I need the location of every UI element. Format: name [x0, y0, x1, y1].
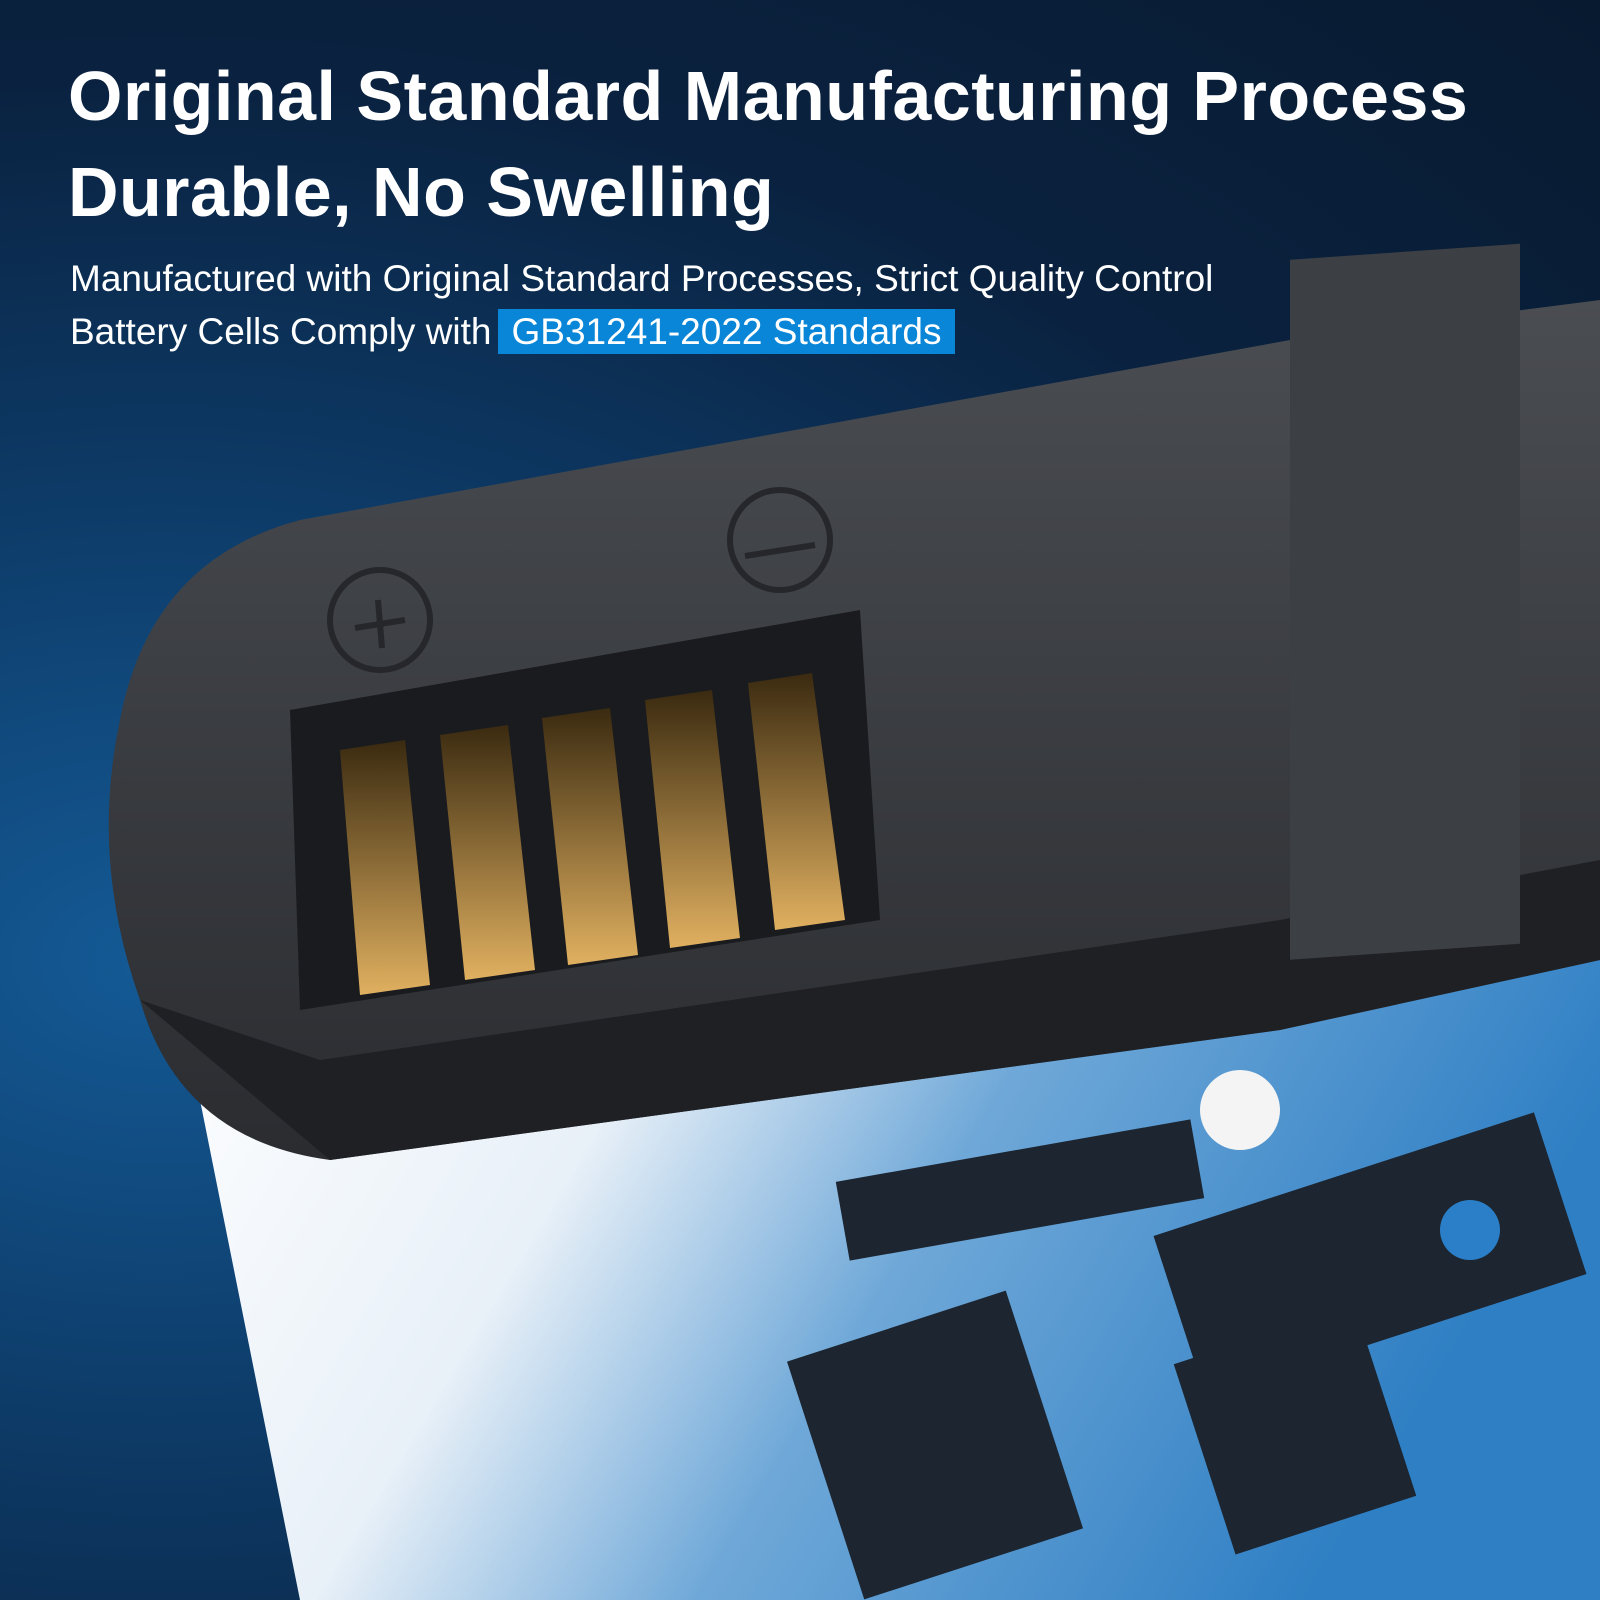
standard-highlight-badge: GB31241-2022 Standards [497, 309, 956, 354]
headline: Original Standard Manufacturing Process … [68, 48, 1468, 240]
description-line-1: Manufactured with Original Standard Proc… [70, 258, 1214, 299]
headline-line-2: Durable, No Swelling [68, 153, 775, 231]
headline-line-1: Original Standard Manufacturing Process [68, 57, 1469, 135]
minus-icon [727, 487, 833, 593]
connector-port [290, 610, 880, 1010]
plus-icon [327, 567, 433, 673]
description-line-2-prefix: Battery Cells Comply with [70, 311, 492, 352]
polarity-icons [327, 487, 833, 673]
description: Manufactured with Original Standard Proc… [70, 252, 1213, 358]
